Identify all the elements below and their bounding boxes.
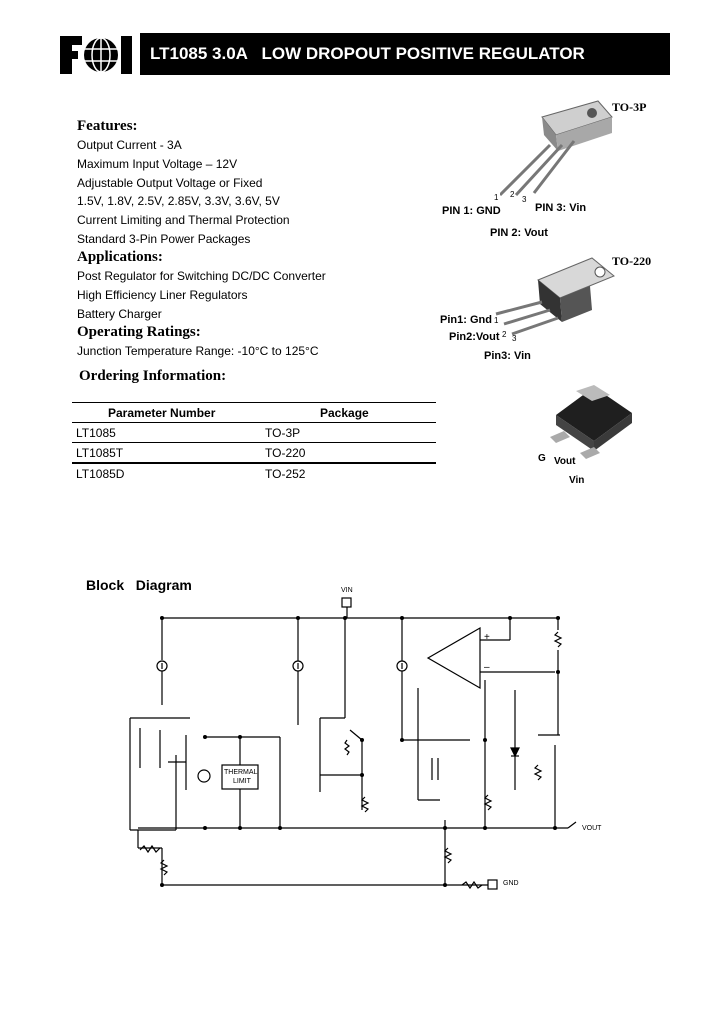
opamp-minus-label: – — [484, 662, 490, 673]
to3p-package-image — [500, 100, 613, 197]
table-header-row: Parameter Number Package — [72, 402, 436, 423]
column-header: Parameter Number — [108, 406, 216, 420]
to3p-pin1-label: PIN 1: GND — [442, 205, 501, 217]
table-cell: TO-220 — [265, 446, 306, 460]
feature-item: Standard 3-Pin Power Packages — [77, 232, 251, 246]
to3p-pin-number: 1 — [494, 193, 499, 202]
to220-pin2-label: Pin2:Vout — [449, 331, 500, 343]
vin-terminal — [341, 597, 352, 608]
to220-pin3-label: Pin3: Vin — [484, 350, 531, 362]
feature-item: 1.5V, 1.8V, 2.5V, 2.85V, 3.3V, 3.6V, 5V — [77, 194, 280, 208]
table-row: LT1085D TO-252 — [72, 464, 436, 483]
to220-label: TO-220 — [612, 254, 652, 268]
to220-pin-number: 1 — [494, 316, 499, 325]
to3p-pin-number: 2 — [510, 190, 515, 199]
to3p-label: TO-3P — [612, 100, 647, 114]
to220-pin1-label: Pin1: Gnd — [440, 314, 492, 326]
table-row: LT1085 TO-3P — [72, 423, 436, 443]
opamp-plus-label: + — [484, 632, 490, 643]
table-cell: LT1085D — [76, 467, 125, 481]
to3p-pin-number: 3 — [522, 195, 527, 204]
application-item: Battery Charger — [77, 307, 162, 321]
operating-item: Junction Temperature Range: -10°C to 125… — [77, 344, 319, 358]
vout-label: VOUT — [582, 825, 602, 832]
table-cell: TO-3P — [265, 426, 301, 440]
table-cell: LT1085 — [76, 426, 116, 440]
thermal-limit-label: LIMIT — [233, 778, 251, 785]
table-cell: TO-252 — [265, 467, 306, 481]
to220-pin-number: 2 — [502, 330, 507, 339]
feature-item: Output Current - 3A — [77, 138, 182, 152]
column-header: Package — [320, 406, 369, 420]
fci-logo — [60, 36, 132, 74]
ordering-table: Parameter Number Package LT1085 TO-3P LT… — [72, 402, 436, 483]
features-heading: Features: — [77, 118, 138, 134]
vin-label: VIN — [341, 587, 353, 594]
to252-vout-label: Vout — [554, 456, 576, 467]
table-cell: LT1085T — [76, 446, 124, 460]
operating-heading: Operating Ratings: — [77, 324, 201, 340]
feature-item: Adjustable Output Voltage or Fixed — [77, 176, 263, 190]
to252-vin-label: Vin — [569, 475, 585, 486]
application-item: Post Regulator for Switching DC/DC Conve… — [77, 269, 326, 283]
feature-item: Maximum Input Voltage – 12V — [77, 157, 238, 171]
to220-package-image — [495, 257, 615, 336]
to252-g-label: G — [538, 453, 546, 464]
block-diagram-title: Block Diagram — [86, 577, 192, 593]
to3p-pin3-label: PIN 3: Vin — [535, 202, 587, 214]
application-item: High Efficiency Liner Regulators — [77, 288, 248, 302]
to220-pin-number: 3 — [512, 334, 517, 343]
table-row: LT1085T TO-220 — [72, 443, 436, 464]
feature-item: Current Limiting and Thermal Protection — [77, 213, 290, 227]
to252-package-image — [550, 385, 632, 459]
block-diagram-schematic — [129, 597, 577, 890]
applications-heading: Applications: — [77, 249, 163, 265]
gnd-label: GND — [503, 880, 519, 887]
ordering-heading: Ordering Information: — [79, 368, 227, 384]
thermal-limit-label: THERMAL — [224, 769, 258, 776]
page-title: LT1085 3.0A LOW DROPOUT POSITIVE REGULAT… — [140, 33, 670, 75]
gnd-terminal — [487, 879, 498, 890]
to3p-pin2-label: PIN 2: Vout — [490, 227, 548, 239]
